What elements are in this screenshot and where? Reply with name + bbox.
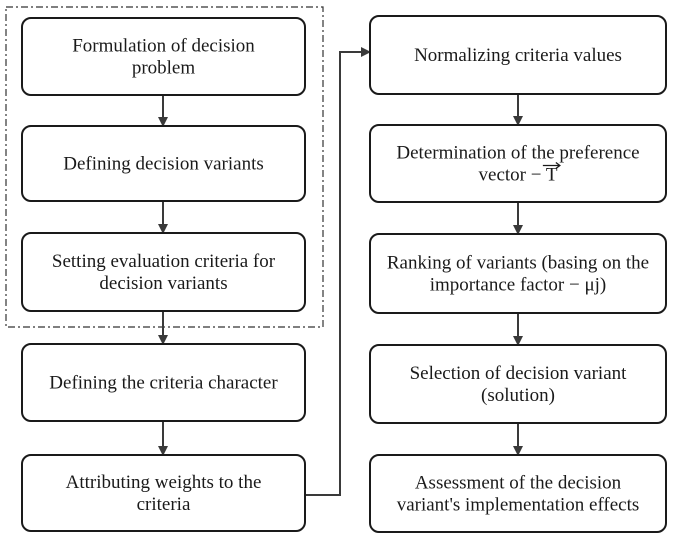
step-label-formulation-line-2: problem bbox=[132, 58, 196, 79]
step-box-variants bbox=[21, 125, 306, 202]
step-box-normalizing bbox=[369, 15, 667, 95]
step-label-assessment-line-2: variant's implementation effects bbox=[397, 495, 640, 516]
step-label-ranking-line-1: Ranking of variants (basing on the bbox=[387, 253, 649, 274]
step-label-weights-line-1: Attributing weights to the bbox=[66, 472, 262, 493]
step-box-selection bbox=[369, 344, 667, 424]
step-label-selection-line-1: Selection of decision variant bbox=[410, 363, 628, 384]
step-normalizing: Normalizing criteria values bbox=[369, 15, 667, 95]
step-label-criteria-line-2: decision variants bbox=[99, 273, 227, 294]
step-label-variants-line-1: Defining decision variants bbox=[63, 154, 264, 175]
vector-arrow-icon bbox=[542, 161, 561, 170]
step-label-ranking-line-2: importance factor − μj) bbox=[430, 275, 607, 296]
connectors bbox=[158, 47, 523, 496]
step-character: Defining the criteria character bbox=[21, 343, 306, 422]
step-variants: Defining decision variants bbox=[21, 125, 306, 202]
step-box-ranking bbox=[369, 233, 667, 314]
step-box-character bbox=[21, 343, 306, 422]
step-label-preference-line-1: Determination of the preference bbox=[396, 143, 639, 164]
step-ranking: Ranking of variants (basing on theimport… bbox=[369, 233, 667, 314]
step-label-assessment-line-1: Assessment of the decision bbox=[415, 473, 622, 494]
step-label-character-line-1: Defining the criteria character bbox=[49, 373, 278, 394]
arrow-cross-to-normalizing bbox=[305, 47, 371, 496]
step-box-formulation bbox=[21, 17, 306, 96]
step-box-criteria bbox=[21, 232, 306, 312]
step-box-preference bbox=[369, 124, 667, 203]
step-box-assessment bbox=[369, 454, 667, 533]
step-label-criteria-line-1: Setting evaluation criteria for bbox=[52, 251, 276, 272]
step-label-preference-line-2: vector − T bbox=[479, 165, 558, 186]
problem-definition-group-frame bbox=[5, 6, 324, 328]
step-label-weights-line-2: criteria bbox=[137, 494, 191, 515]
step-box-weights bbox=[21, 454, 306, 532]
step-criteria: Setting evaluation criteria fordecision … bbox=[21, 232, 306, 312]
step-label-normalizing-line-1: Normalizing criteria values bbox=[414, 45, 622, 66]
step-label-formulation-line-1: Formulation of decision bbox=[72, 36, 255, 57]
step-label-selection-line-2: (solution) bbox=[481, 385, 555, 406]
step-selection: Selection of decision variant(solution) bbox=[369, 344, 667, 424]
